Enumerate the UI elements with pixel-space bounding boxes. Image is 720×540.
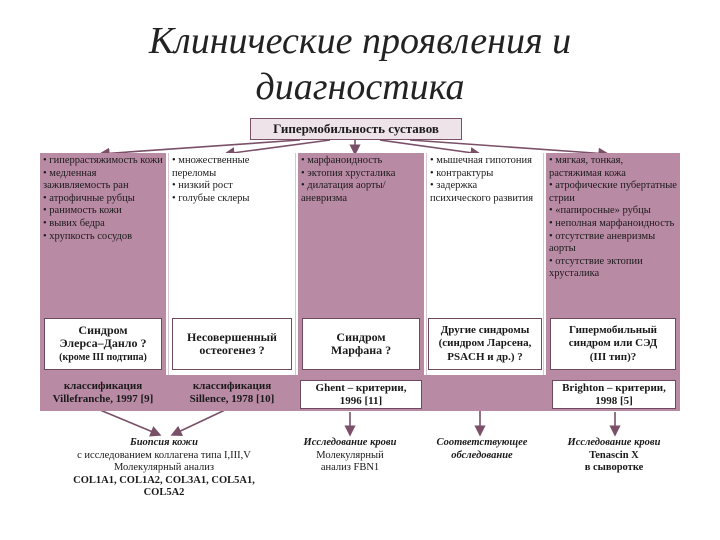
diagnostic-blood-tenascin: Исследование крови Tenascin X в сыворотк… bbox=[552, 437, 676, 475]
classification-label: 1996 [11] bbox=[339, 394, 383, 407]
diagnostic-line: COL1A1, COL1A2, COL3A1, COL5A1, bbox=[73, 474, 255, 486]
syndrome-label: (III тип)? bbox=[589, 350, 637, 363]
feature-item: • отсутствие аневризмы аорты bbox=[549, 230, 656, 255]
diagnostic-line: обследование bbox=[451, 449, 513, 461]
syndrome-label: Элерса–Данло ? bbox=[59, 336, 147, 351]
classification-ghent: Ghent – критерии, 1996 [11] bbox=[300, 380, 422, 409]
syndrome-label: Синдром bbox=[336, 329, 386, 344]
diagnostic-heading: Исследование крови bbox=[303, 437, 397, 448]
diagnostic-heading: Биопсия кожи bbox=[130, 437, 198, 448]
syndrome-label: (синдром Ларсена, bbox=[438, 337, 532, 350]
diagnostic-line: Молекулярный bbox=[316, 449, 384, 461]
feature-item: • атрофичные рубцы bbox=[43, 192, 135, 204]
feature-item: • дилатация аорты/аневризма bbox=[301, 180, 386, 204]
classification-brighton: Brighton – критерии, 1998 [5] bbox=[552, 380, 676, 409]
syndrome-ehlers-danlos: Синдром Элерса–Данло ? (кроме III подтип… bbox=[44, 318, 162, 370]
diagnostic-heading: Соответствующее bbox=[436, 437, 528, 448]
classification-label: Brighton – критерии, bbox=[562, 382, 666, 394]
feature-item: • отсутствие эктопии хрусталика bbox=[549, 255, 643, 280]
diagnostic-line: с исследованием коллагена типа I,III,V bbox=[77, 449, 251, 461]
arrow-cls1-to-biopsy bbox=[99, 409, 162, 437]
arrow-top-to-col5 bbox=[409, 139, 610, 159]
diagnostic-line: Молекулярный анализ bbox=[113, 462, 215, 474]
feature-item: • низкий рост bbox=[172, 180, 233, 192]
diagnostic-appropriate-exam: Соответствующее обследование bbox=[426, 437, 538, 462]
arrow-cls2-to-biopsy bbox=[170, 409, 226, 436]
syndrome-label: Гипермобильный bbox=[568, 323, 658, 336]
syndrome-label: Несовершенный bbox=[187, 329, 277, 344]
feature-item: • мягкая, тонкая, растяжимая кожа bbox=[549, 155, 626, 179]
feature-item: • вывих бедра bbox=[43, 217, 105, 229]
feature-item: • неполная марфаноидность bbox=[549, 217, 675, 229]
feature-item: • мышечная гипотония bbox=[430, 155, 532, 166]
classification-label: Ghent – критерии, bbox=[315, 382, 407, 394]
syndrome-hypermobile: Гипермобильный синдром или СЭД (III тип)… bbox=[550, 318, 676, 370]
feature-item: • задержка психического развития bbox=[430, 180, 534, 204]
arrow-top-to-col1 bbox=[98, 139, 301, 159]
arrow-top-to-col2 bbox=[223, 139, 331, 159]
syndrome-marfan: Синдром Марфана ? bbox=[302, 318, 420, 370]
syndrome-label: остеогенез ? bbox=[199, 343, 265, 357]
classification-villefranche: классификация Villefranche, 1997 [9] bbox=[44, 380, 162, 405]
feature-item: • гиперрастяжимость кожи bbox=[43, 155, 163, 166]
syndrome-label: Марфана ? bbox=[330, 343, 392, 357]
classification-label: классификация bbox=[63, 380, 143, 392]
syndrome-label: Синдром bbox=[78, 322, 128, 337]
feature-item: • медленная заживляемость ран bbox=[43, 167, 129, 192]
feature-item: • «папиросные» рубцы bbox=[549, 205, 651, 217]
diagnostic-skin-biopsy: Биопсия кожи с исследованием коллагена т… bbox=[44, 437, 284, 500]
syndrome-label: Другие синдромы bbox=[440, 323, 530, 336]
classification-label: 1998 [5] bbox=[595, 394, 633, 407]
feature-item: • хрупкость сосудов bbox=[43, 230, 133, 242]
feature-item: • множественные переломы bbox=[172, 155, 250, 179]
syndrome-note: (кроме III подтипа) bbox=[59, 351, 147, 363]
diagnostic-line: анализ FBN1 bbox=[320, 462, 380, 474]
diagnostic-line: в сыворотке bbox=[584, 462, 644, 474]
title-line-1: Клинические проявления и bbox=[148, 20, 572, 62]
hypermobility-box: Гипермобильность суставов bbox=[250, 118, 462, 140]
slide-title: Клинические проявления и диагностика bbox=[0, 18, 720, 110]
classification-sillence: классификация Sillence, 1978 [10] bbox=[172, 380, 292, 405]
syndrome-label: PSACH и др.) ? bbox=[447, 350, 523, 363]
diagnostic-heading: Исследование крови bbox=[567, 437, 661, 448]
title-line-2: диагностика bbox=[255, 66, 465, 108]
diagnostic-line: COL5A2 bbox=[143, 487, 185, 499]
feature-item: • голубые склеры bbox=[172, 192, 250, 204]
syndrome-other: Другие синдромы (синдром Ларсена, PSACH … bbox=[428, 318, 542, 370]
syndrome-label: синдром или СЭД bbox=[568, 337, 658, 350]
feature-item: • ранимость кожи bbox=[43, 205, 122, 217]
diagnostic-blood-fbn1: Исследование крови Молекулярный анализ F… bbox=[290, 437, 410, 475]
classification-label: классификация bbox=[192, 380, 272, 392]
feature-item: • контрактуры bbox=[430, 167, 494, 179]
diagnostic-line: Tenascin X bbox=[589, 449, 639, 461]
syndrome-osteogenesis: Несовершенный остеогенез ? bbox=[172, 318, 292, 370]
feature-item: • марфаноидность bbox=[301, 155, 383, 166]
classification-label: Villefranche, 1997 [9] bbox=[52, 392, 154, 405]
classification-label: Sillence, 1978 [10] bbox=[189, 392, 275, 405]
arrow-top-to-col4 bbox=[379, 139, 482, 159]
feature-item: • эктопия хрусталика bbox=[301, 167, 396, 179]
feature-item: • атрофические пубертатные стрии bbox=[549, 180, 677, 204]
